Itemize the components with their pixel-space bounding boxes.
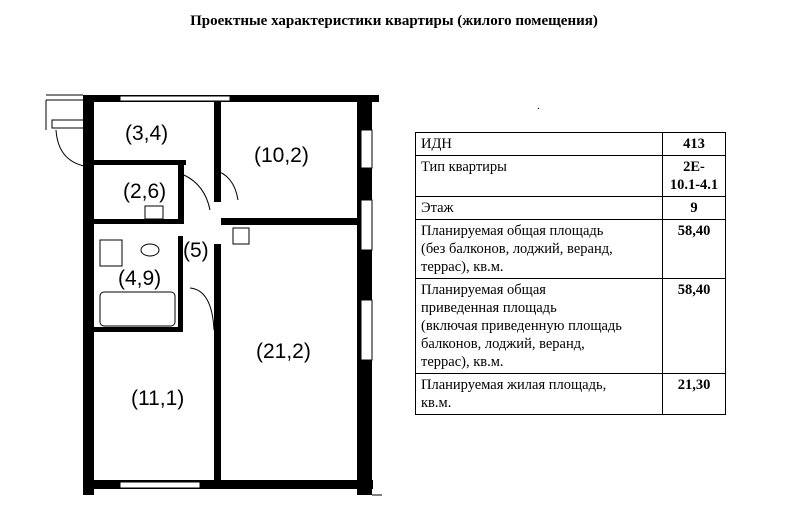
table-row: Тип квартиры 2Е- 10.1-4.1	[415, 155, 726, 197]
window-top	[119, 95, 231, 102]
wall-left	[83, 95, 94, 495]
door-swing-2	[189, 287, 215, 331]
wall-mid-vertical-bottom	[214, 244, 221, 484]
wall-bath-right	[178, 236, 183, 330]
entry-door-frame	[51, 119, 85, 129]
spec-value-living-area: 21,30	[662, 373, 726, 415]
spec-value-floor: 9	[662, 196, 726, 220]
spec-label-type: Тип квартиры	[415, 155, 663, 197]
table-row: Планируемая жилая площадь, кв.м. 21,30	[415, 373, 726, 415]
spec-label-living-area: Планируемая жилая площадь, кв.м.	[415, 373, 663, 415]
entry-door-swing	[55, 129, 85, 167]
door-swing-3	[183, 174, 211, 211]
table-row: Планируемая общая площадь (без балконов,…	[415, 219, 726, 279]
wall-wc-top	[94, 160, 186, 165]
room-label-living: (21,2)	[256, 340, 311, 363]
bath-sink	[140, 243, 160, 257]
washbasin	[99, 239, 123, 267]
page-title: Проектные характеристики квартиры (жилог…	[190, 13, 598, 29]
wall-right	[357, 95, 372, 495]
window-right-1	[360, 129, 373, 169]
room-label-toilet: (2,6)	[123, 180, 166, 203]
spec-value-reduced-area: 58,40	[662, 278, 726, 374]
spec-label-reduced-area: Планируемая общая приведенная площадь (в…	[415, 278, 663, 374]
kitchen-vent	[232, 227, 250, 245]
table-row: ИДН 413	[415, 132, 726, 156]
room-label-bedroom: (10,2)	[254, 144, 309, 167]
wall-wc-bottom	[94, 219, 184, 224]
floor-plan: (3,4) (10,2) (2,6) (5) (4,9) (21,2) (11,…	[45, 94, 382, 496]
door-swing-1	[213, 169, 239, 201]
wall-wc-right	[178, 160, 184, 222]
spec-label-floor: Этаж	[415, 196, 663, 220]
room-label-kitchen: (11,1)	[131, 387, 184, 410]
wall-bath-bottom	[94, 327, 183, 332]
window-right-3	[360, 299, 373, 361]
room-label-bathroom: (4,9)	[118, 267, 161, 290]
stray-dot: .	[537, 98, 540, 112]
wall-top	[83, 95, 379, 102]
table-row: Этаж 9	[415, 196, 726, 220]
spec-label-idn: ИДН	[415, 132, 663, 156]
spec-value-total-area: 58,40	[662, 219, 726, 279]
wall-bottom-right	[223, 480, 373, 489]
spec-table: ИДН 413 Тип квартиры 2Е- 10.1-4.1 Этаж 9…	[415, 132, 726, 415]
window-right-2	[360, 199, 373, 251]
toilet-fixture	[144, 205, 164, 220]
spec-value-idn: 413	[662, 132, 726, 156]
room-label-corridor: (5)	[183, 239, 209, 262]
spec-label-total-area: Планируемая общая площадь (без балконов,…	[415, 219, 663, 279]
room-label-hall: (3,4)	[125, 122, 168, 145]
table-row: Планируемая общая приведенная площадь (в…	[415, 278, 726, 374]
spec-value-type: 2Е- 10.1-4.1	[662, 155, 726, 197]
wall-mid-vertical-top	[214, 100, 221, 202]
window-bottom	[119, 481, 201, 489]
bathtub	[99, 291, 176, 327]
wall-bedroom-bottom	[221, 218, 358, 225]
